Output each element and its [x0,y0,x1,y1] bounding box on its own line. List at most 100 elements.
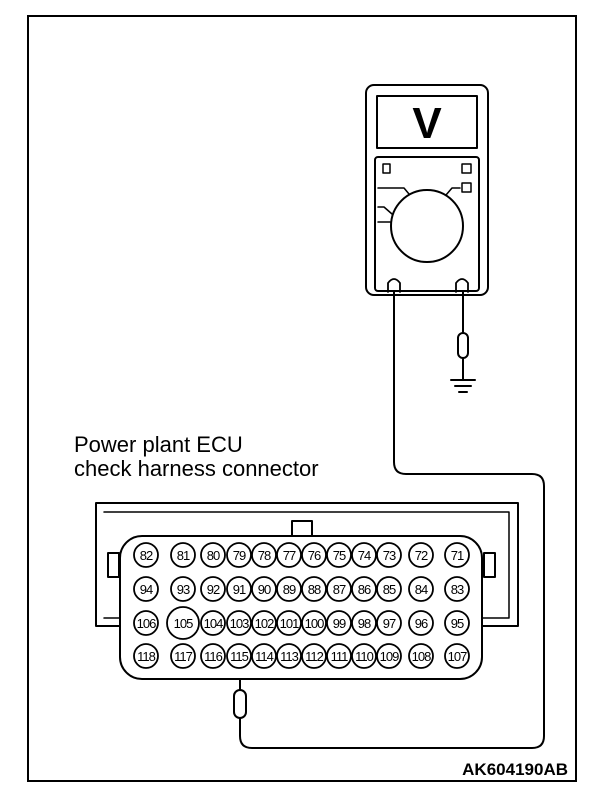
pin-label-109: 109 [380,649,399,664]
pin-103 [226,610,252,636]
pin-label-100: 100 [305,616,324,631]
pin-116 [200,643,226,669]
pin-118 [133,643,159,669]
pin-113 [276,643,302,669]
connector-title-line2: check harness connector [74,456,319,481]
pin-111 [326,643,352,669]
pin-105 [166,606,200,640]
pin-83 [444,576,470,602]
pin-label-83: 83 [451,582,464,597]
pin-label-92: 92 [207,582,220,597]
pin-label-72: 72 [415,548,428,563]
pin-108 [408,643,434,669]
pin-label-114: 114 [255,649,273,664]
connector-latch-right [483,552,496,578]
pin-114 [251,643,277,669]
pin-label-95: 95 [451,616,464,631]
pin-109 [376,643,402,669]
pin-80 [200,542,226,568]
pin-99 [326,610,352,636]
pin-78 [251,542,277,568]
pin-label-107: 107 [448,649,467,664]
pin-73 [376,542,402,568]
pin-95 [444,610,470,636]
pin-72 [408,542,434,568]
pin-label-99: 99 [333,616,346,631]
pin-label-81: 81 [177,548,190,563]
pin-label-80: 80 [207,548,220,563]
meter-terminal-right [455,278,469,293]
pin-label-82: 82 [140,548,153,563]
pin-label-97: 97 [383,616,396,631]
pin-label-79: 79 [233,548,246,563]
connector-housing [95,502,519,627]
pin-86 [351,576,377,602]
pin-label-76: 76 [308,548,321,563]
connector-probe [233,689,247,719]
pin-97 [376,610,402,636]
pin-label-88: 88 [308,582,321,597]
voltmeter-panel [374,156,480,292]
pin-label-101: 101 [280,616,299,631]
pin-label-71: 71 [451,548,464,563]
pin-92 [200,576,226,602]
voltmeter-dial [390,189,464,263]
pin-74 [351,542,377,568]
pin-96 [408,610,434,636]
pin-label-104: 104 [204,616,223,631]
pin-label-78: 78 [258,548,271,563]
pin-115 [226,643,252,669]
pin-label-105: 105 [174,616,193,631]
figure-id: AK604190AB [462,760,568,779]
pin-label-93: 93 [177,582,190,597]
voltmeter-body [365,84,489,296]
pin-71 [444,542,470,568]
pin-91 [226,576,252,602]
pin-101 [276,610,302,636]
pin-94 [133,576,159,602]
diagram-frame [27,15,577,782]
connector-title-line1: Power plant ECU [74,432,243,457]
pin-label-102: 102 [255,616,274,631]
pin-89 [276,576,302,602]
connector-key [291,520,313,538]
pin-88 [301,576,327,602]
voltmeter-switch-right-top [461,163,472,174]
pin-75 [326,542,352,568]
pin-label-110: 110 [355,649,373,664]
pin-112 [301,643,327,669]
positive-lead [239,291,545,749]
ground-probe [457,332,469,359]
pin-106 [133,610,159,636]
ground-symbol [450,379,476,393]
pin-label-115: 115 [230,649,248,664]
pin-117 [170,643,196,669]
pin-label-98: 98 [358,616,371,631]
pin-label-84: 84 [415,582,428,597]
pin-98 [351,610,377,636]
pin-110 [351,643,377,669]
voltmeter-display [376,95,478,149]
pin-label-85: 85 [383,582,396,597]
pin-76 [301,542,327,568]
pin-107 [444,643,470,669]
pin-label-91: 91 [233,582,246,597]
pin-label-74: 74 [358,548,371,563]
voltmeter-switch-left [382,163,391,174]
pin-label-87: 87 [333,582,346,597]
pin-label-77: 77 [283,548,296,563]
pin-label-108: 108 [412,649,431,664]
pin-82 [133,542,159,568]
voltmeter-display-symbol: V [412,99,442,148]
pin-label-117: 117 [174,649,192,664]
pin-81 [170,542,196,568]
connector-latch-left [107,552,120,578]
pin-93 [170,576,196,602]
pin-label-86: 86 [358,582,371,597]
meter-terminal-left [387,278,401,293]
pin-label-89: 89 [283,582,296,597]
pin-label-112: 112 [305,649,323,664]
pin-label-111: 111 [331,649,349,664]
